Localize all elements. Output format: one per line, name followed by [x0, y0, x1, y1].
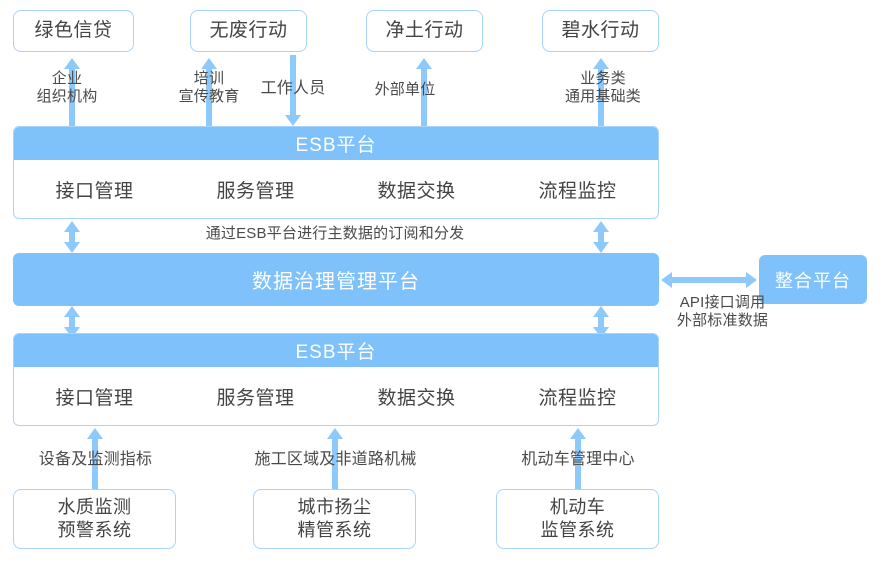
connector-label-external-unit: 外部单位 — [374, 81, 436, 98]
arrow-up-external-unit — [412, 58, 436, 126]
top-system-box-clean-soil[interactable]: 净土行动 — [366, 10, 483, 52]
governance-platform-bar[interactable]: 数据治理管理平台 — [13, 253, 659, 306]
arrow-bidirectional-api — [661, 272, 757, 288]
esb-panel-lower: ESB平台 接口管理 服务管理 数据交换 流程监控 — [13, 333, 659, 426]
arrow-up-business-type — [589, 58, 613, 126]
integration-platform-label: 整合平台 — [775, 270, 851, 291]
esb-module-process-monitoring[interactable]: 流程监控 — [538, 180, 617, 202]
top-system-label: 碧水行动 — [561, 19, 640, 41]
governance-platform-label: 数据治理管理平台 — [252, 271, 420, 293]
connector-label-staff: 工作人员 — [260, 80, 326, 97]
arrow-up-enterprise — [60, 58, 84, 126]
esb-module-service-management[interactable]: 服务管理 — [216, 180, 295, 202]
bottom-system-label: 机动车 监管系统 — [540, 496, 615, 540]
arrow-bidirectional-esb-upper-right — [589, 221, 613, 253]
esb-module-service-management[interactable]: 服务管理 — [216, 387, 295, 409]
bottom-system-box-water-quality[interactable]: 水质监测 预警系统 — [13, 489, 176, 549]
arrow-up-device-metrics — [83, 428, 107, 490]
top-system-label: 绿色信贷 — [34, 19, 113, 41]
integration-platform-box[interactable]: 整合平台 — [759, 255, 867, 304]
top-system-label: 无废行动 — [209, 19, 288, 41]
bottom-system-label: 水质监测 预警系统 — [57, 496, 132, 540]
connector-label-enterprise: 企业 组织机构 — [36, 70, 98, 106]
top-system-box-clear-water[interactable]: 碧水行动 — [542, 10, 659, 52]
connector-label-esb-subscription: 通过ESB平台进行主数据的订阅和分发 — [205, 225, 465, 242]
connector-label-api: API接口调用 外部标准数据 — [676, 294, 769, 330]
arrow-bidirectional-esb-lower-left — [60, 306, 84, 338]
esb-lower-title: ESB平台 — [14, 334, 658, 367]
connector-label-business-type: 业务类 通用基础类 — [564, 70, 641, 106]
bottom-system-box-motor-vehicle[interactable]: 机动车 监管系统 — [496, 489, 659, 549]
esb-module-process-monitoring[interactable]: 流程监控 — [538, 387, 617, 409]
arrow-down-staff — [281, 55, 305, 126]
esb-module-data-exchange[interactable]: 数据交换 — [377, 387, 456, 409]
arrow-bidirectional-esb-lower-right — [589, 306, 613, 338]
esb-module-interface-management[interactable]: 接口管理 — [55, 387, 134, 409]
connector-label-construction-zone: 施工区域及非道路机械 — [254, 451, 417, 468]
esb-module-interface-management[interactable]: 接口管理 — [55, 180, 134, 202]
top-system-label: 净土行动 — [385, 19, 464, 41]
top-system-box-zero-waste[interactable]: 无废行动 — [190, 10, 307, 52]
connector-label-vehicle-center: 机动车管理中心 — [521, 451, 635, 468]
arrow-up-vehicle-center — [566, 428, 590, 490]
esb-upper-modules: 接口管理 服务管理 数据交换 流程监控 — [14, 160, 658, 218]
bottom-system-label: 城市扬尘 精管系统 — [297, 496, 372, 540]
esb-panel-upper: ESB平台 接口管理 服务管理 数据交换 流程监控 — [13, 126, 659, 219]
connector-label-training: 培训 宣传教育 — [178, 70, 240, 106]
top-system-box-green-credit[interactable]: 绿色信贷 — [13, 10, 134, 52]
esb-module-data-exchange[interactable]: 数据交换 — [377, 180, 456, 202]
esb-upper-title: ESB平台 — [14, 127, 658, 160]
connector-label-device-metrics: 设备及监测指标 — [38, 451, 153, 468]
arrow-up-construction-zone — [323, 428, 347, 490]
arrow-up-training — [197, 58, 221, 126]
esb-lower-modules: 接口管理 服务管理 数据交换 流程监控 — [14, 367, 658, 425]
arrow-bidirectional-esb-upper-left — [60, 221, 84, 253]
bottom-system-box-urban-dust[interactable]: 城市扬尘 精管系统 — [253, 489, 416, 549]
